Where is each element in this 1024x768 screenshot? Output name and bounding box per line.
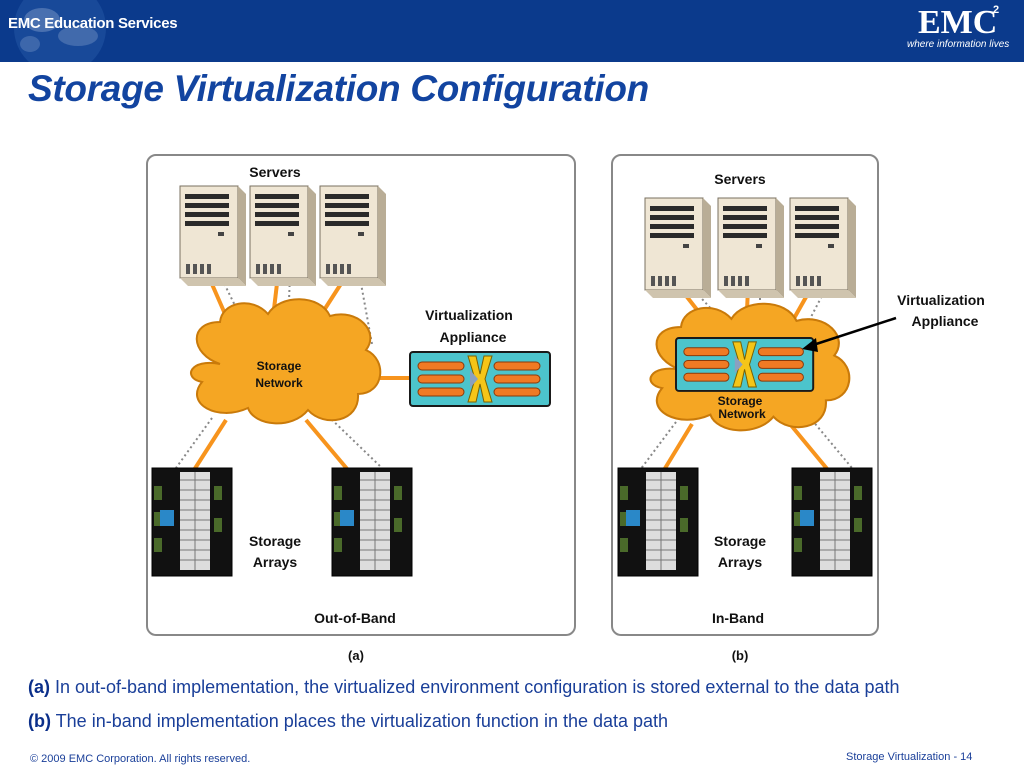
footer-module: Storage Virtualization - 14 [846, 751, 972, 763]
note-b-tag: (b) [28, 711, 51, 731]
storage-array-icon [617, 467, 699, 577]
virtualization-appliance-icon [675, 337, 815, 392]
panel-b-servers-label: Servers [714, 171, 766, 187]
panel-b-arrays-label-2: Arrays [718, 554, 763, 570]
panel-b-appliance-label-1: Virtualization [897, 292, 985, 308]
panel-a-appliance-label-2: Appliance [440, 329, 507, 345]
emc-tagline: where information lives [907, 39, 1010, 50]
module-name: Storage Virtualization [846, 751, 951, 763]
panel-a-arrays-label-1: Storage [249, 533, 301, 549]
panel-b-mode-label: In-Band [712, 610, 764, 626]
globe-graphic [14, 0, 106, 62]
server-icon [644, 197, 712, 299]
panel-a-arrays-label-2: Arrays [253, 554, 298, 570]
brand-text: EMC Education Services [8, 15, 178, 32]
panel-b-appliance-label-2: Appliance [912, 313, 979, 329]
page-title: Storage Virtualization Configuration [28, 68, 649, 109]
panel-b-caption: (b) [732, 648, 749, 663]
panel-b-network-label-1: Storage [718, 394, 763, 408]
note-a-text: In out-of-band implementation, the virtu… [55, 677, 900, 697]
storage-array-icon [791, 467, 873, 577]
note-b: (b) The in-band implementation places th… [28, 711, 668, 732]
panel-a-network-label-2: Network [255, 376, 303, 390]
copyright-text: © 2009 EMC Corporation. All rights reser… [30, 753, 251, 765]
note-a-tag: (a) [28, 677, 50, 697]
panel-a-mode-label: Out-of-Band [314, 610, 396, 626]
panel-a-servers-label: Servers [249, 164, 301, 180]
page-number: - 14 [953, 751, 973, 763]
emc-logo-superscript: 2 [993, 4, 1000, 16]
panel-b-arrays-label-1: Storage [714, 533, 766, 549]
panel-a-appliance-label-1: Virtualization [425, 307, 513, 323]
server-icon [789, 197, 857, 299]
storage-array-icon [331, 467, 413, 577]
server-icon [717, 197, 785, 299]
storage-array-icon [151, 467, 233, 577]
header-bar: EMC Education Services EMC 2 where infor… [0, 0, 1024, 62]
emc-logo: EMC [918, 4, 998, 41]
virtualization-appliance-icon [409, 351, 551, 407]
server-icon [249, 185, 317, 287]
note-a: (a) In out-of-band implementation, the v… [28, 677, 900, 698]
panel-a-network-label-1: Storage [257, 359, 302, 373]
server-icon [179, 185, 247, 287]
note-b-text: The in-band implementation places the vi… [55, 711, 669, 731]
panel-a-caption: (a) [348, 648, 364, 663]
panel-b-network-label-2: Network [718, 407, 766, 421]
server-icon [319, 185, 387, 287]
appliance-pointer-arrow [802, 316, 897, 352]
